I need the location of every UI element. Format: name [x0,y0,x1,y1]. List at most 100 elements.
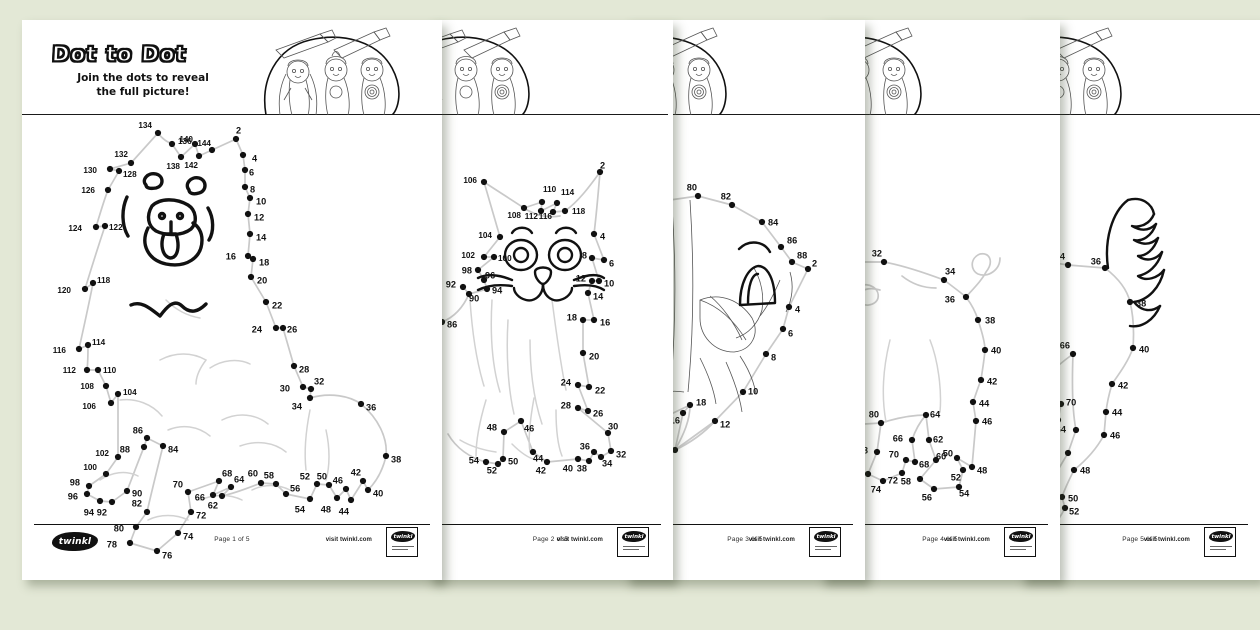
dot-number-14: 14 [593,291,604,301]
dot-marker-134 [154,129,162,137]
dot-number-74: 74 [183,531,194,541]
dot-number-4: 4 [600,231,606,241]
dot-marker-66 [908,436,916,444]
dot-number-50: 50 [317,471,327,481]
dot-marker-26 [279,324,287,332]
dot-number-90: 90 [469,293,479,303]
twinkl-logo[interactable]: twinkl [52,532,98,551]
dot-marker-38 [974,316,982,324]
dot-number-52: 52 [487,465,497,475]
dot-marker-60 [257,479,265,487]
dot-marker-22 [262,298,270,306]
visit-link[interactable]: visit twinkl.com [748,537,795,543]
dot-number-116: 116 [53,346,67,355]
dot-marker-78 [873,448,881,456]
dot-marker-86 [777,243,785,251]
dot-marker-88 [140,443,148,451]
worksheet-page-5[interactable]: 3436384042444648505254565860626466687072… [1020,20,1260,580]
dot-marker-74 [174,529,182,537]
subtitle-line-1: Join the dots to reveal [77,72,209,84]
dot-number-34: 34 [1055,251,1066,261]
dot-number-44: 44 [1112,407,1123,417]
worksheet-page-1[interactable]: Dot to Dot Join the dots to reveal the f… [22,20,442,580]
dot-number-18: 18 [259,257,269,267]
dot-marker-8 [588,254,596,262]
dot-marker-16 [244,252,252,260]
dot-number-130: 130 [83,166,97,175]
dot-marker-50 [953,454,961,462]
dot-marker-48 [968,463,976,471]
dot-marker-116 [75,345,83,353]
stamp-text: twinkl [391,531,415,542]
dot-number-46: 46 [333,475,343,485]
dot-number-76: 76 [162,550,172,560]
dot-number-114: 114 [561,188,575,197]
dot-marker-12 [588,277,596,285]
dot-number-142: 142 [184,161,198,170]
dot-number-68: 68 [222,468,232,478]
dot-number-106: 106 [463,176,477,185]
dot-marker-42 [977,376,985,384]
page-footer-4: Page 4 of 5 visit twinkl.com twinkl [832,524,1048,558]
dot-number-110: 110 [103,366,117,375]
dot-marker-60 [932,456,940,464]
visit-link[interactable]: visit twinkl.com [1143,537,1190,543]
dot-number-108: 108 [80,382,94,391]
dot-marker-78 [126,539,134,547]
dot-number-44: 44 [979,398,990,408]
cat-face-ink [476,226,606,302]
visit-link[interactable]: visit twinkl.com [943,537,990,543]
dot-number-64: 64 [930,409,941,419]
dot-number-118: 118 [97,276,111,285]
dot-number-46: 46 [524,423,534,433]
dot-marker-48 [1070,466,1078,474]
dot-marker-36 [1101,264,1109,272]
dot-marker-80 [877,419,885,427]
dot-number-120: 120 [57,286,71,295]
dot-marker-54 [482,458,490,466]
dot-number-42: 42 [987,376,997,386]
dot-number-6: 6 [609,258,614,268]
squirrel-tail-ink [1105,197,1166,328]
dot-marker-42 [1108,380,1116,388]
dot-marker-132 [127,159,135,167]
dot-marker-6 [779,325,787,333]
dot-marker-90 [123,487,131,495]
dot-number-6: 6 [788,328,793,338]
dot-number-42: 42 [536,465,546,475]
dot-marker-44 [347,496,355,504]
dot-marker-54 [306,495,314,503]
dot-number-84: 84 [168,444,179,454]
dot-number-64: 64 [1056,424,1067,434]
page-header-1: Dot to Dot Join the dots to reveal the f… [22,20,442,115]
dot-number-54: 54 [469,455,480,465]
dot-marker-32 [607,447,615,455]
dot-number-14: 14 [256,232,267,242]
dot-marker-76 [864,470,872,478]
dot-marker-46 [972,417,980,425]
visit-link[interactable]: visit twinkl.com [325,537,372,543]
dot-marker-36 [962,293,970,301]
dot-marker-42 [359,477,367,485]
dot-number-132: 132 [114,150,128,159]
dot-number-112: 112 [63,366,77,375]
dot-number-98: 98 [462,265,472,275]
dot-marker-68 [215,477,223,485]
dot-marker-84 [159,442,167,450]
dot-marker-108 [520,204,528,212]
page-footer-2: Page 2 of 5 visit twinkl.com twinkl [440,524,661,558]
dot-number-84: 84 [768,217,779,227]
dot-marker-52 [494,460,502,468]
dot-number-48: 48 [1080,465,1090,475]
dot-marker-114 [553,199,561,207]
dot-number-12: 12 [720,419,730,429]
dot-number-12: 12 [254,212,264,222]
visit-link[interactable]: visit twinkl.com [556,537,603,543]
page-number-label: Page 4 of 5 [922,536,958,543]
dot-marker-100 [490,253,498,261]
dot-number-88: 88 [120,444,130,454]
dot-number-138: 138 [166,162,180,171]
